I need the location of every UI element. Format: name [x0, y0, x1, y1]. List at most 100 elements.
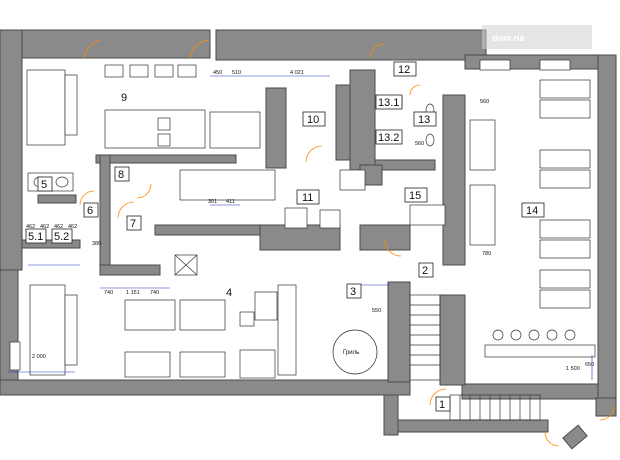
wall-inner-4	[349, 69, 376, 171]
shelf	[479, 59, 511, 71]
booth	[104, 109, 206, 149]
room-number-10: 10	[307, 114, 319, 126]
stool	[528, 329, 540, 341]
door-arc	[189, 39, 211, 59]
room-number-15: 15	[409, 190, 421, 202]
room-number-2: 2	[422, 265, 428, 277]
kitchen-island	[284, 207, 308, 229]
wall-bottom	[0, 379, 411, 396]
dim-label: 462	[40, 224, 49, 230]
door-arc	[83, 39, 101, 59]
wall-stair-left	[383, 394, 399, 436]
room-number-6: 6	[87, 205, 93, 217]
table-group-3	[124, 351, 171, 378]
grill	[332, 329, 378, 375]
table-row	[539, 149, 591, 169]
room-box-12	[393, 61, 417, 77]
dim-label: 4 021	[290, 70, 304, 76]
toilet	[425, 133, 435, 147]
wall-inner-10	[259, 224, 341, 251]
dim-label: 301	[208, 199, 217, 205]
room-number-5: 5	[41, 179, 47, 191]
chair	[154, 64, 174, 78]
wall-inner-7	[99, 154, 111, 276]
table-row	[539, 219, 591, 239]
room-9-furniture	[26, 64, 261, 149]
room-number-1: 1	[439, 399, 445, 411]
dim-label: 1 151	[126, 290, 140, 296]
room-box-5	[37, 176, 53, 192]
table-row	[539, 269, 591, 289]
dimension-lines	[8, 75, 593, 380]
dimension-labels: 450 510 4 021 462 462 462 462 301 411 74…	[26, 70, 594, 372]
counter	[277, 284, 297, 376]
table	[157, 133, 171, 147]
vent-box-left	[9, 341, 21, 371]
table	[157, 117, 171, 131]
wall-inner-2	[265, 87, 287, 169]
grill-label: Гриль	[343, 350, 359, 356]
room-box-5-2	[51, 228, 73, 244]
wall-inner-6	[442, 94, 466, 266]
dim-label: 510	[232, 70, 241, 76]
room-number-13-2: 13.2	[378, 132, 399, 144]
watermark: dom.ria	[482, 25, 592, 49]
wall-inner-13	[439, 294, 466, 386]
walls	[0, 29, 617, 450]
room-box-13	[413, 111, 437, 127]
table-group-2	[179, 299, 226, 331]
wall-inner-9	[154, 224, 266, 236]
room-box-2	[418, 262, 434, 278]
sink	[55, 176, 69, 188]
room-number-4: 4	[226, 287, 232, 299]
room-box-13-1	[375, 94, 403, 110]
stool	[492, 329, 504, 341]
dim-label: 450	[213, 70, 222, 76]
stool	[564, 329, 576, 341]
dim-label: 550	[372, 308, 381, 314]
watermark-text: dom.ria	[492, 33, 526, 43]
wall-corner	[595, 397, 617, 417]
door-arc	[136, 183, 152, 199]
room-box-3	[346, 283, 362, 299]
table-group	[124, 299, 176, 331]
dim-label: 1 500	[566, 366, 580, 372]
wall-inner-12	[387, 281, 411, 383]
table-row	[539, 239, 591, 259]
room-box-7	[126, 215, 142, 231]
room-number-14: 14	[526, 205, 538, 217]
wall-stair-angle	[562, 424, 588, 450]
room-11-equipment	[9, 169, 446, 371]
dim-label: 740	[104, 290, 113, 296]
room-number-11: 11	[302, 192, 313, 204]
table-strip	[64, 74, 78, 136]
wall-stair-bottom	[397, 419, 549, 433]
room-box-6	[83, 202, 99, 218]
dim-label: 650	[585, 362, 594, 368]
dim-label: 740	[150, 290, 159, 296]
table-col	[469, 119, 496, 171]
door-arc	[429, 388, 447, 406]
dim-label: 780	[482, 251, 491, 257]
stairs	[409, 294, 541, 421]
wall-wc-1	[37, 194, 77, 204]
table-row	[539, 289, 591, 309]
stool	[510, 329, 522, 341]
door-arc	[409, 84, 421, 96]
room-number-5-2: 5.2	[54, 231, 69, 243]
door-arc	[117, 201, 135, 219]
room-number-7: 7	[130, 218, 136, 230]
room-number-3: 3	[350, 286, 356, 298]
dim-label: 560	[480, 99, 489, 105]
doors	[79, 39, 615, 447]
dim-label: 2 000	[32, 354, 46, 360]
wall-inner-3	[335, 84, 351, 161]
chair	[129, 64, 149, 78]
room-14-furniture	[469, 59, 596, 358]
counter	[484, 344, 596, 358]
table-group-5	[239, 349, 276, 379]
wall-inner-5	[374, 159, 436, 171]
room-number-8: 8	[118, 169, 124, 181]
room-box-13-2	[375, 129, 403, 145]
